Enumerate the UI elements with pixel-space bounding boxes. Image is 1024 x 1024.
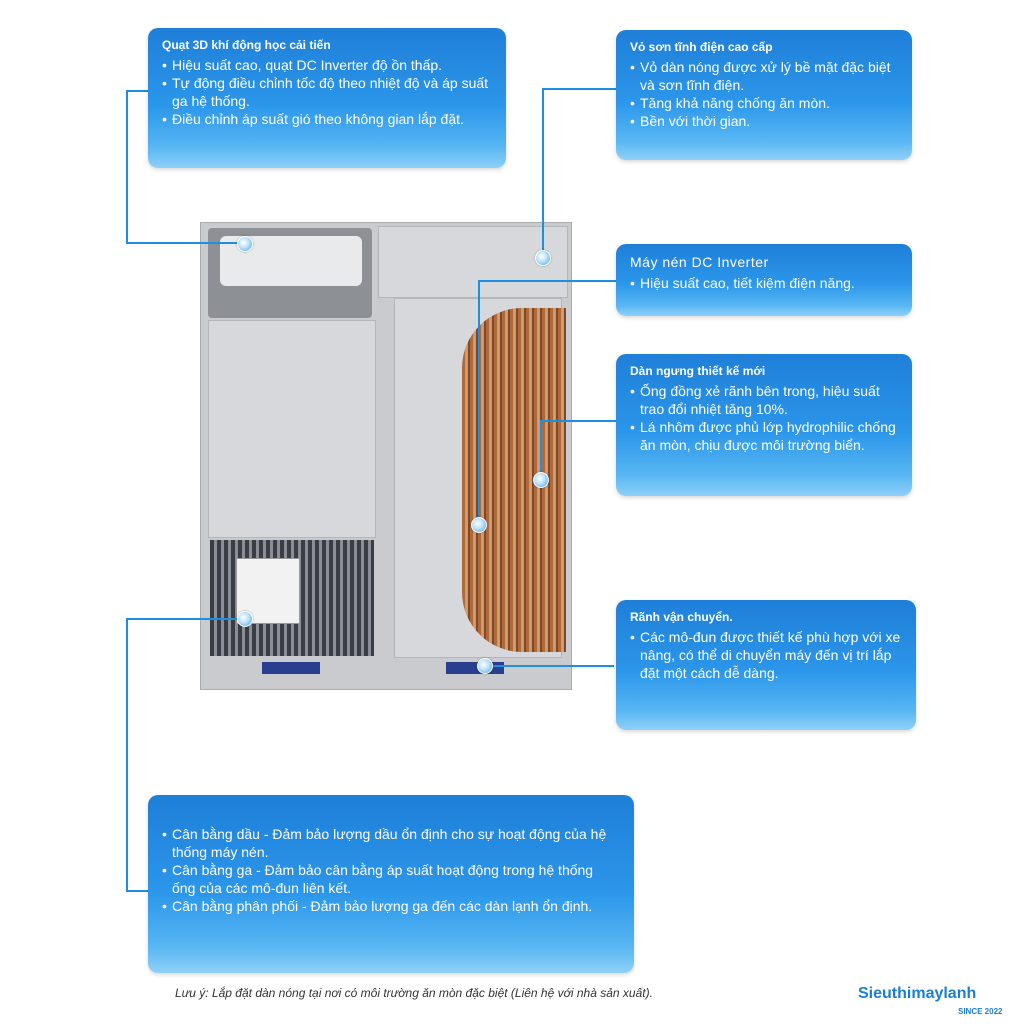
connector-fan-v [126, 90, 128, 244]
callout-dot-transport [477, 658, 493, 674]
paint-feature-item: Bền với thời gian. [630, 112, 898, 130]
connector-fan-h2 [126, 242, 244, 244]
fan-feature-item: Hiệu suất cao, quạt DC Inverter độ ồn th… [162, 56, 492, 74]
callout-dot-fan [237, 236, 253, 252]
connector-condenser-h [540, 420, 616, 422]
connector-paint-h [542, 88, 616, 90]
brand-logo: Sieuthimaylanh SINCE 2022 [858, 985, 1018, 1016]
connector-balance-h2 [126, 890, 148, 892]
fan-feature-item: Điều chỉnh áp suất gió theo không gian l… [162, 110, 492, 128]
balance-feature-item: Cân bằng ga - Đảm bảo cân bằng áp suất h… [162, 861, 620, 897]
transport-feature-title: Rãnh vận chuyển. [630, 610, 733, 624]
connector-transport [484, 665, 614, 667]
compressor-feature-item: Hiệu suất cao, tiết kiệm điện năng. [630, 274, 898, 292]
connector-paint-v [542, 88, 544, 256]
paint-feature-box: Vỏ sơn tĩnh điện cao cấp Vỏ dàn nóng đượ… [616, 30, 912, 160]
connector-fan-h1 [126, 90, 148, 92]
forklift-slot-right [446, 662, 504, 674]
paint-feature-item: Vỏ dàn nóng được xử lý bề mặt đặc biệt v… [630, 58, 898, 94]
connector-condenser-v [540, 420, 542, 480]
condenser-feature-box: Dàn ngưng thiết kế mới Ống đồng xẻ rãnh … [616, 354, 912, 496]
forklift-slot-left [262, 662, 320, 674]
condenser-feature-item: Ống đồng xẻ rãnh bên trong, hiệu suất tr… [630, 382, 898, 418]
installation-note: Lưu ý: Lắp đặt dàn nóng tại nơi có môi t… [175, 986, 653, 1000]
connector-compressor-h [478, 280, 616, 282]
connector-balance-v [126, 618, 128, 892]
fan-feature-box: Quạt 3D khí động học cải tiến Hiệu suất … [148, 28, 506, 168]
paint-feature-title: Vỏ sơn tĩnh điện cao cấp [630, 40, 773, 54]
fan-feature-item: Tự động điều chỉnh tốc độ theo nhiệt độ … [162, 74, 492, 110]
transport-feature-box: Rãnh vận chuyển. Các mô-đun được thiết k… [616, 600, 916, 730]
balance-feature-item: Cân bằng dầu - Đảm bảo lượng dầu ổn định… [162, 825, 620, 861]
balance-feature-item: Cân bằng phân phối - Đảm bảo lượng ga đế… [162, 897, 620, 915]
paint-feature-item: Tăng khả năng chống ăn mòn. [630, 94, 898, 112]
condenser-feature-title: Dàn ngưng thiết kế mới [630, 364, 766, 378]
transport-feature-item: Các mô-đun được thiết kế phù hợp với xe … [630, 628, 902, 682]
balance-feature-box: Cân bằng dầu - Đảm bảo lượng dầu ổn định… [148, 795, 634, 973]
callout-dot-balance [237, 611, 253, 627]
callout-dot-compressor [471, 517, 487, 533]
callout-dot-paint [535, 250, 551, 266]
compressor-feature-box: Máy nén DC Inverter Hiệu suất cao, tiết … [616, 244, 912, 316]
compressor-feature-title: Máy nén DC Inverter [630, 254, 769, 270]
condenser-feature-item: Lá nhôm được phủ lớp hydrophilic chống ă… [630, 418, 898, 454]
connector-compressor-v [478, 280, 480, 524]
brand-logo-since: SINCE 2022 [958, 1007, 1003, 1016]
brand-logo-name: Sieuthimaylanh [858, 985, 977, 1002]
fan-feature-title: Quạt 3D khí động học cải tiến [162, 38, 331, 52]
callout-dot-condenser [533, 472, 549, 488]
connector-balance-h1 [126, 618, 244, 620]
left-front-panel [208, 320, 376, 538]
